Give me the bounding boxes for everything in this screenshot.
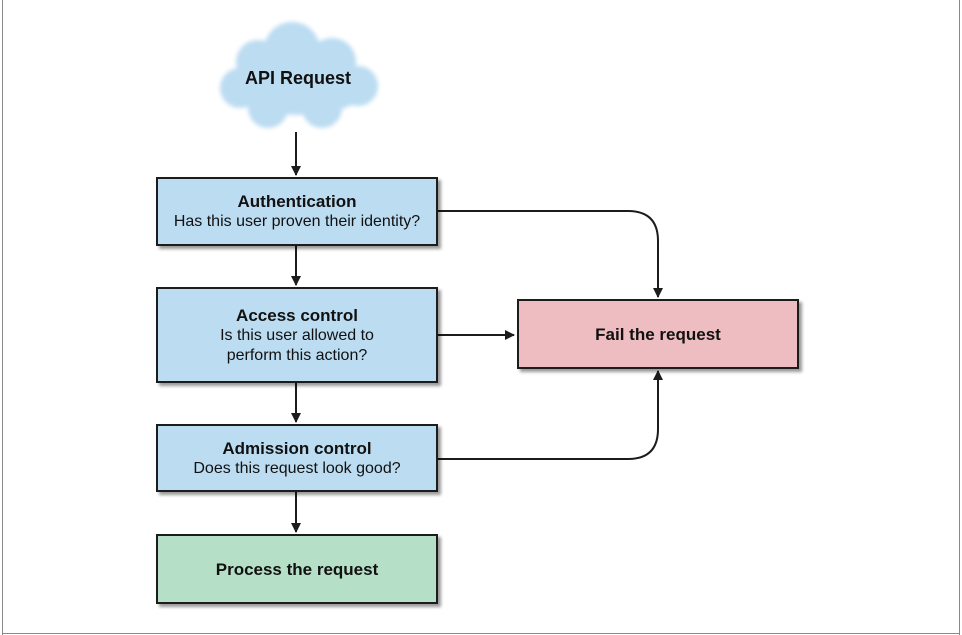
access-control-box: Access control Is this user allowed to p… bbox=[156, 287, 438, 383]
authentication-subtitle: Has this user proven their identity? bbox=[173, 213, 421, 230]
access-control-subtitle: Is this user allowed to perform this act… bbox=[220, 326, 374, 364]
authentication-title: Authentication bbox=[237, 192, 357, 211]
process-request-label: Process the request bbox=[215, 559, 379, 579]
arrow-authentication-to-fail bbox=[438, 210, 663, 298]
access-control-title: Access control bbox=[236, 305, 358, 325]
admission-control-subtitle: Does this request look good? bbox=[193, 459, 401, 477]
arrow-admission-control-to-fail bbox=[438, 370, 663, 460]
frame-border-bottom bbox=[2, 633, 960, 634]
api-request-cloud bbox=[220, 22, 378, 128]
frame-border-left bbox=[2, 0, 3, 635]
frame-border-right bbox=[959, 0, 960, 635]
fail-request-box: Fail the request bbox=[517, 299, 799, 369]
authentication-box: Authentication Has this user proven thei… bbox=[156, 177, 438, 246]
process-request-box: Process the request bbox=[156, 534, 438, 604]
api-request-label: API Request bbox=[244, 68, 352, 88]
admission-control-box: Admission control Does this request look… bbox=[156, 424, 438, 492]
admission-control-title: Admission control bbox=[222, 438, 372, 458]
fail-request-label: Fail the request bbox=[595, 324, 721, 344]
